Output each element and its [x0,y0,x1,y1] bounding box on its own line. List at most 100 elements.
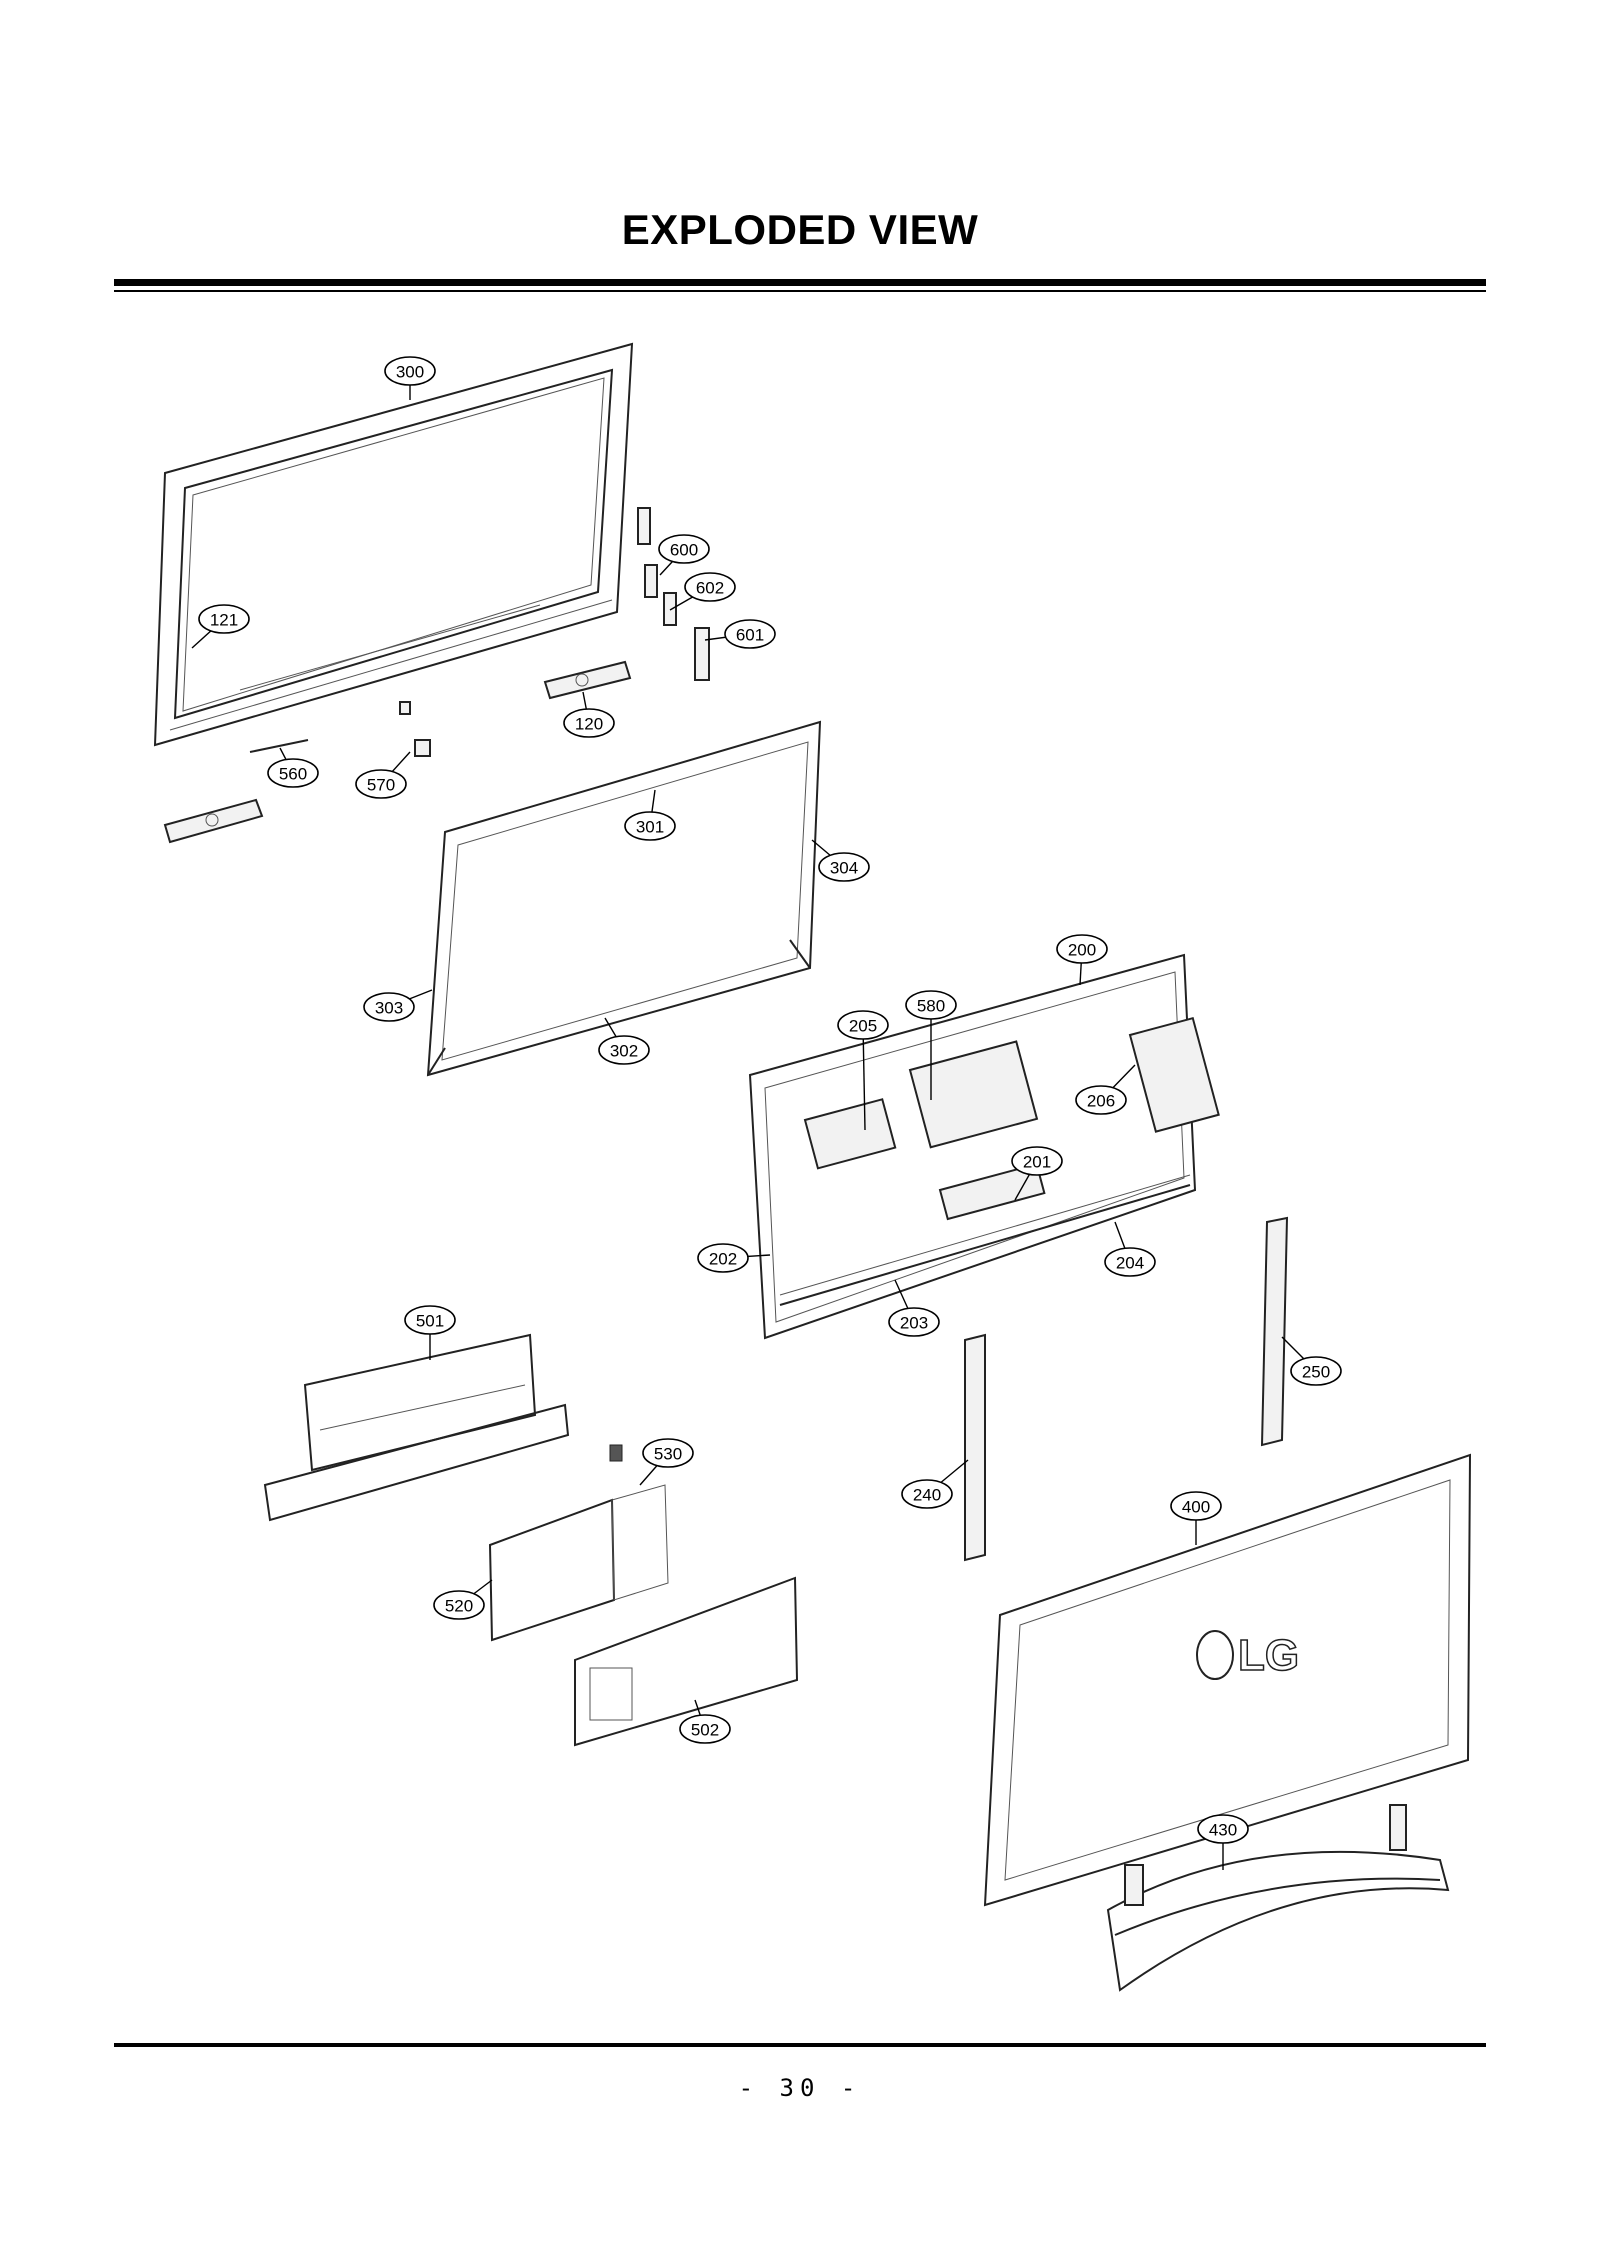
callout-204: 204 [1104,1247,1156,1277]
callout-bubble-200 [1056,934,1108,964]
callout-570: 570 [355,769,407,799]
callout-200: 200 [1056,934,1108,964]
callout-240: 240 [901,1479,953,1509]
callout-bubble-530 [642,1438,694,1468]
callout-121: 121 [198,604,250,634]
callout-400: 400 [1170,1491,1222,1521]
callout-label-501: 501 [416,1312,444,1331]
footer-rule [114,2043,1486,2047]
callout-bubble-203 [888,1307,940,1337]
callout-bubble-600 [658,534,710,564]
title-rule-thin [114,290,1486,292]
leader-205 [862,1024,866,1131]
callout-520: 520 [433,1590,485,1620]
callout-bubble-300 [384,356,436,386]
callout-label-301: 301 [636,818,664,837]
callout-bubble-570 [355,769,407,799]
callout-601: 601 [724,619,776,649]
callout-bubble-601 [724,619,776,649]
part-side-brackets [637,507,710,681]
callout-group: 300 600 602 601 121 120 560 570 301 304 303 302 200 5… [198,356,1342,1844]
callout-502: 502 [679,1714,731,1744]
callout-580: 580 [905,990,957,1020]
callout-label-201: 201 [1023,1153,1051,1172]
part-stand [1106,1804,1450,1992]
callout-300: 300 [384,356,436,386]
callout-201: 201 [1011,1146,1063,1176]
title-rule-thick [114,279,1486,286]
callout-label-602: 602 [696,579,724,598]
callout-206: 206 [1075,1085,1127,1115]
callout-205: 205 [837,1010,889,1040]
part-front-cabinet [153,342,634,747]
page-number: - 30 - [738,2074,862,2102]
part-main-board [488,1444,669,1642]
callout-label-120: 120 [575,715,603,734]
callout-label-303: 303 [375,999,403,1018]
callout-301: 301 [624,811,676,841]
callout-label-240: 240 [913,1486,941,1505]
callout-label-205: 205 [849,1017,877,1036]
callout-bubble-201 [1011,1146,1063,1176]
callout-602: 602 [684,572,736,602]
callout-120: 120 [563,708,615,738]
callout-600: 600 [658,534,710,564]
callout-label-530: 530 [654,1445,682,1464]
callout-303: 303 [363,992,415,1022]
callout-501: 501 [404,1305,456,1335]
callout-bubble-430 [1197,1814,1249,1844]
callout-bubble-240 [901,1479,953,1509]
callout-label-202: 202 [709,1250,737,1269]
part-back-cover: LG [983,1453,1472,1907]
callout-label-502: 502 [691,1721,719,1740]
callout-203: 203 [888,1307,940,1337]
callout-202: 202 [697,1243,749,1273]
callout-bubble-205 [837,1010,889,1040]
callout-560: 560 [267,758,319,788]
callout-label-200: 200 [1068,941,1096,960]
callout-bubble-250 [1290,1356,1342,1386]
callout-bubble-304 [818,852,870,882]
part-panel-frame [426,720,822,1077]
callout-302: 302 [598,1035,650,1065]
page-title: EXPLODED VIEW [621,206,979,253]
callout-label-400: 400 [1182,1498,1210,1517]
callout-label-570: 570 [367,776,395,795]
callout-label-121: 121 [210,611,238,630]
callout-label-302: 302 [610,1042,638,1061]
callout-250: 250 [1290,1356,1342,1386]
part-chassis [748,953,1220,1340]
callout-bubble-502 [679,1714,731,1744]
callout-bubble-580 [905,990,957,1020]
callout-bubble-560 [267,758,319,788]
callout-bubble-301 [624,811,676,841]
callout-label-250: 250 [1302,1363,1330,1382]
callout-304: 304 [818,852,870,882]
callout-bubble-202 [697,1243,749,1273]
callout-label-580: 580 [917,997,945,1016]
callout-bubble-206 [1075,1085,1127,1115]
back-cover-logo: LG [1238,1631,1299,1680]
callout-label-560: 560 [279,765,307,784]
callout-label-430: 430 [1209,1821,1237,1840]
callout-bubble-602 [684,572,736,602]
callout-label-600: 600 [670,541,698,560]
callout-bubble-204 [1104,1247,1156,1277]
callout-530: 530 [642,1438,694,1468]
callout-label-204: 204 [1116,1254,1144,1273]
callout-label-601: 601 [736,626,764,645]
callout-label-304: 304 [830,859,858,878]
callout-bubble-121 [198,604,250,634]
callout-label-206: 206 [1087,1092,1115,1111]
part-stand-brackets [964,1216,1289,1562]
callout-bubble-303 [363,992,415,1022]
callout-430: 430 [1197,1814,1249,1844]
callout-label-300: 300 [396,363,424,382]
callout-label-520: 520 [445,1597,473,1616]
callout-bubble-520 [433,1590,485,1620]
leader-lines [191,371,1317,1870]
callout-bubble-501 [404,1305,456,1335]
callout-label-203: 203 [900,1314,928,1333]
part-shield-plate [574,1576,799,1747]
